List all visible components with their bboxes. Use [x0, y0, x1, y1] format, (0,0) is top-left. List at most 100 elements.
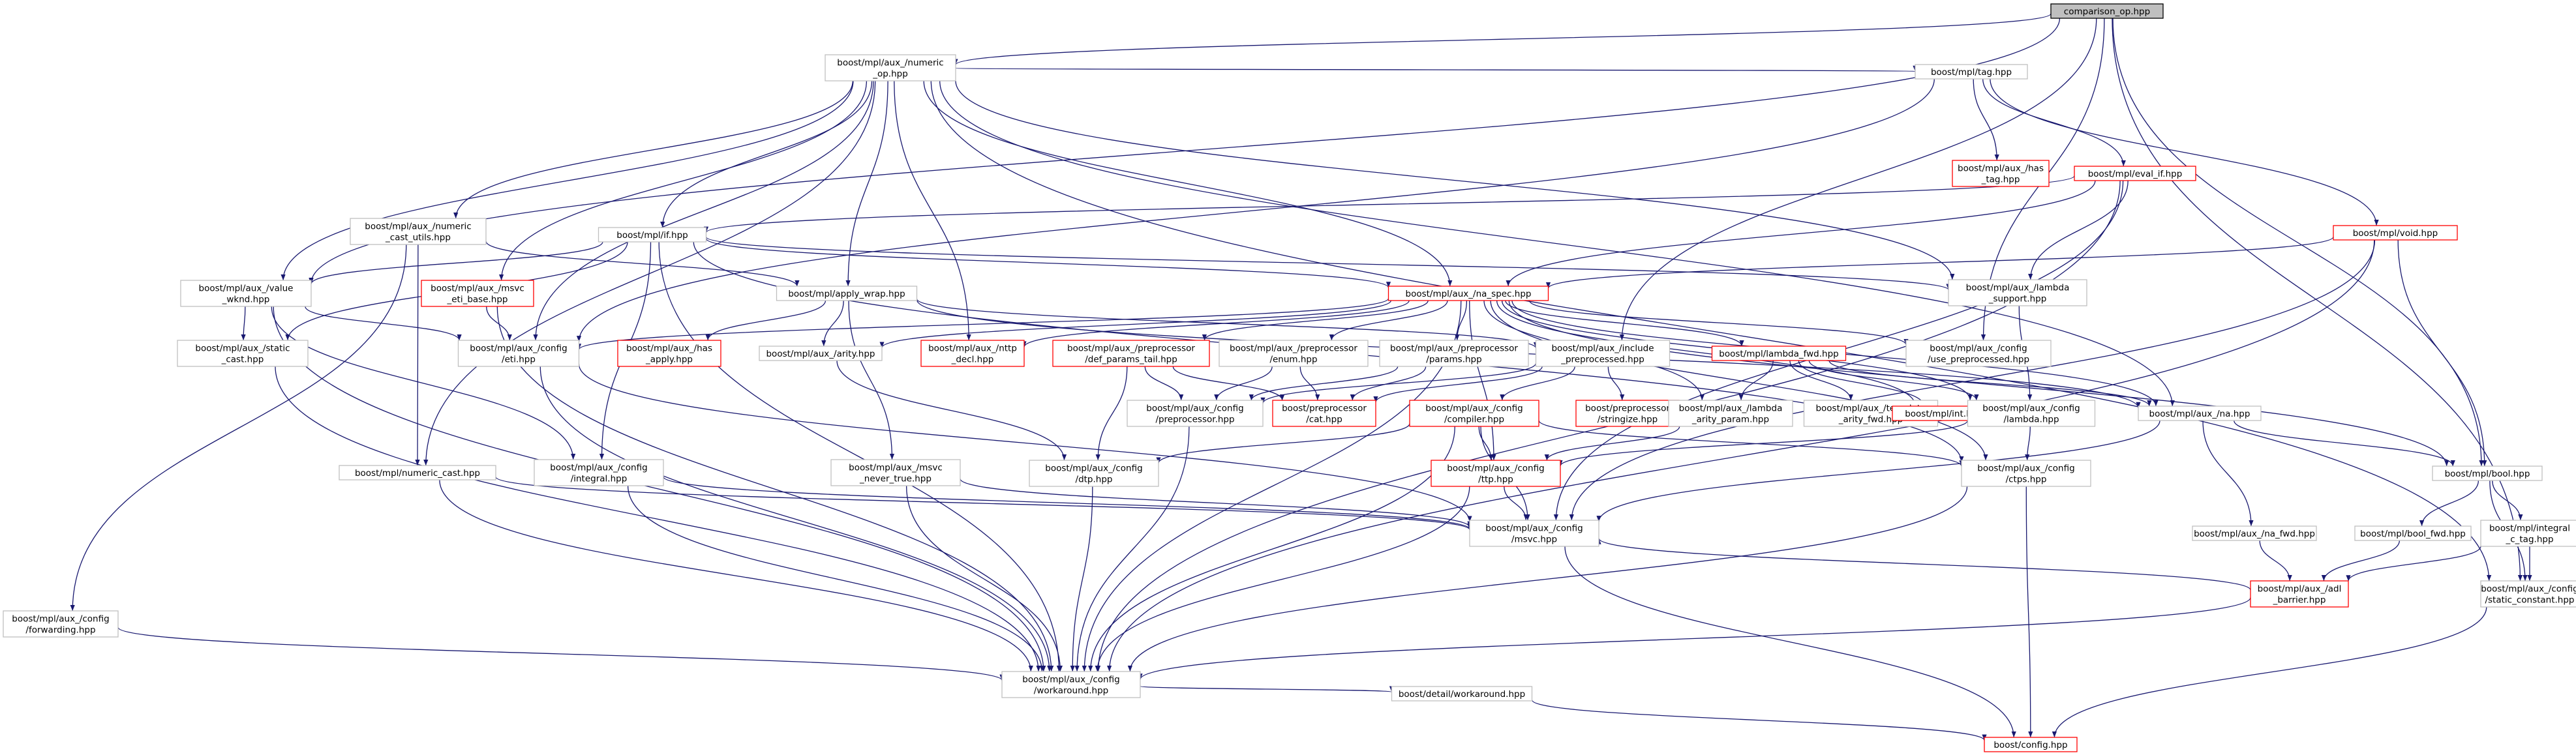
node-label-line: boost/mpl/void.hpp — [2353, 228, 2438, 239]
node-box — [617, 340, 721, 367]
node-label-line: boost/mpl/aux_/config — [1022, 675, 1119, 685]
edge-integral_c_tag-to-adl_barrier — [2346, 546, 2481, 582]
node-box — [920, 340, 1025, 367]
edge-ctps-to-config — [2025, 486, 2033, 738]
edge-void-to-bool — [2397, 239, 2487, 467]
node-bool[interactable]: boost/mpl/bool.hpp — [2432, 465, 2543, 481]
node-has_tag[interactable]: boost/mpl/aux_/has_tag.hpp — [1952, 160, 2050, 187]
node-if[interactable]: boost/mpl/if.hpp — [598, 227, 707, 243]
node-def_params_tail[interactable]: boost/mpl/aux_/preprocessor/def_params_t… — [1052, 340, 1210, 367]
edge-static_constant-to-config — [2052, 606, 2487, 738]
node-dtp[interactable]: boost/mpl/aux_/config/dtp.hpp — [1029, 460, 1159, 487]
node-cat[interactable]: boost/preprocessor/cat.hpp — [1272, 400, 1376, 427]
node-forwarding[interactable]: boost/mpl/aux_/config/forwarding.hpp — [3, 610, 119, 638]
node-numeric_op[interactable]: boost/mpl/aux_/numeric_op.hpp — [825, 54, 956, 81]
node-pp_params[interactable]: boost/mpl/aux_/preprocessor/params.hpp — [1379, 340, 1529, 367]
node-box — [534, 459, 664, 486]
node-nttp_decl[interactable]: boost/mpl/aux_/nttp_decl.hpp — [920, 340, 1025, 367]
edge-eti-to-msvc — [578, 364, 1472, 522]
edge-pp_params-to-cat — [1350, 366, 1427, 401]
node-na[interactable]: boost/mpl/aux_/na.hpp — [2138, 406, 2262, 421]
node-box — [1915, 64, 2028, 80]
edge-na_spec-to-ctps — [1490, 300, 1988, 461]
node-lambda_cfg[interactable]: boost/mpl/aux_/config/lambda.hpp — [1967, 400, 2096, 427]
node-label-line: boost/mpl/aux_/config — [2481, 584, 2576, 595]
node-integral_c_tag[interactable]: boost/mpl/integral_c_tag.hpp — [2480, 520, 2576, 547]
edge-value_wknd-to-eti — [305, 306, 462, 341]
node-static_constant[interactable]: boost/mpl/aux_/config/static_constant.hp… — [2480, 580, 2576, 608]
node-box — [2074, 166, 2196, 181]
node-lambda_arity_param[interactable]: boost/mpl/aux_/lambda_arity_param.hpp — [1668, 400, 1793, 427]
edge-void-to-workaround — [1107, 239, 2375, 672]
node-na_fwd[interactable]: boost/mpl/aux_/na_fwd.hpp — [2192, 525, 2317, 541]
node-msvc[interactable]: boost/mpl/aux_/config/msvc.hpp — [1469, 520, 1599, 547]
node-box — [1984, 737, 2078, 752]
node-label-line: boost/mpl/aux_/preprocessor — [1067, 344, 1195, 354]
node-label-line: boost/mpl/aux_/config — [550, 463, 647, 473]
edge-void-to-msvc — [1569, 239, 2376, 521]
node-bool_fwd[interactable]: boost/mpl/bool_fwd.hpp — [2354, 525, 2472, 541]
node-label-line: boost/mpl/aux_/preprocessor — [1230, 344, 1357, 354]
node-box — [177, 340, 309, 367]
node-label-line: /forwarding.hpp — [25, 625, 95, 636]
node-label-line: boost/mpl/aux_/config — [470, 344, 567, 354]
node-msvc_eti_base[interactable]: boost/mpl/aux_/msvc_eti_base.hpp — [421, 280, 534, 307]
node-label-line: _eti_base.hpp — [446, 295, 508, 305]
edge-compiler-to-ctps — [1538, 420, 1964, 467]
node-include_preprocessed[interactable]: boost/mpl/aux_/include_preprocessed.hpp — [1535, 340, 1671, 367]
node-label-line: boost/mpl/aux_/msvc — [431, 284, 524, 294]
node-enum[interactable]: boost/mpl/aux_/preprocessor/enum.hpp — [1219, 340, 1369, 367]
node-box — [1952, 160, 2050, 187]
node-pp_cfg[interactable]: boost/mpl/aux_/config/preprocessor.hpp — [1127, 400, 1264, 427]
node-ttp[interactable]: boost/mpl/aux_/config/ttp.hpp — [1431, 460, 1561, 487]
node-label-line: /preprocessor.hpp — [1155, 415, 1234, 425]
node-lambda_fwd[interactable]: boost/mpl/lambda_fwd.hpp — [1711, 346, 1847, 361]
edge-compiler-to-dtp — [1156, 423, 1410, 464]
node-apply_wrap[interactable]: boost/mpl/apply_wrap.hpp — [776, 286, 918, 301]
edge-lambda_fwd-to-lambda_cfg — [1808, 360, 1979, 401]
node-config[interactable]: boost/config.hpp — [1984, 737, 2078, 752]
node-detail_workaround[interactable]: boost/detail/workaround.hpp — [1391, 686, 1533, 701]
node-tag[interactable]: boost/mpl/tag.hpp — [1915, 64, 2028, 80]
edge-numeric_op-to-static_constant — [930, 80, 2492, 582]
node-label-line: boost/mpl/bool_fwd.hpp — [2360, 529, 2466, 539]
node-compiler[interactable]: boost/mpl/aux_/config/compiler.hpp — [1409, 400, 1539, 427]
edge-numeric_op-to-na — [939, 80, 2175, 407]
node-numeric_cast[interactable]: boost/mpl/numeric_cast.hpp — [339, 465, 496, 480]
node-arity[interactable]: boost/mpl/aux_/arity.hpp — [759, 346, 883, 361]
node-eval_if[interactable]: boost/mpl/eval_if.hpp — [2074, 166, 2196, 181]
node-na_spec[interactable]: boost/mpl/aux_/na_spec.hpp — [1387, 286, 1549, 301]
node-label-line: boost/mpl/aux_/config — [1425, 404, 1523, 414]
edge-msvc_never_true-to-msvc — [960, 479, 1472, 527]
node-box — [1001, 671, 1141, 698]
node-label-line: boost/mpl/aux_/config — [1045, 464, 1142, 474]
node-msvc_never_true[interactable]: boost/mpl/aux_/msvc_never_true.hpp — [830, 459, 961, 486]
edge-integral_cfg-to-workaround — [627, 485, 1044, 672]
node-numeric_cast_utils[interactable]: boost/mpl/aux_/numeric_cast_utils.hpp — [350, 218, 487, 245]
node-integral_cfg[interactable]: boost/mpl/aux_/config/integral.hpp — [534, 459, 664, 486]
node-box — [1905, 340, 2052, 367]
node-void[interactable]: boost/mpl/void.hpp — [2333, 225, 2458, 241]
node-label-line: _apply.hpp — [645, 355, 693, 365]
node-ctps[interactable]: boost/mpl/aux_/config/ctps.hpp — [1961, 460, 2091, 487]
node-lambda_support[interactable]: boost/mpl/aux_/lambda_support.hpp — [1948, 279, 2087, 306]
node-value_wknd[interactable]: boost/mpl/aux_/value_wknd.hpp — [180, 280, 312, 307]
node-label-line: boost/mpl/aux_/numeric — [837, 58, 943, 68]
node-eti[interactable]: boost/mpl/aux_/config/eti.hpp — [457, 340, 580, 367]
node-label-line: boost/mpl/aux_/arity.hpp — [766, 349, 875, 359]
edge-na_spec-to-eti — [577, 298, 1389, 350]
edge-bool-to-integral_c_tag — [2492, 480, 2523, 521]
node-label-line: boost/mpl/aux_/na_fwd.hpp — [2194, 529, 2315, 539]
edge-if-to-workaround — [658, 241, 1061, 672]
edge-numeric_op-to-eti — [533, 80, 874, 341]
node-static_cast[interactable]: boost/mpl/aux_/static_cast.hpp — [177, 340, 309, 367]
edge-def_params_tail-to-dtp — [1095, 366, 1128, 461]
edge-na_spec-to-pp_params — [1455, 300, 1468, 341]
node-has_apply[interactable]: boost/mpl/aux_/has_apply.hpp — [617, 340, 721, 367]
node-stringize[interactable]: boost/preprocessor/stringize.hpp — [1575, 400, 1680, 427]
node-workaround[interactable]: boost/mpl/aux_/config/workaround.hpp — [1001, 671, 1141, 698]
node-label-line: /eti.hpp — [502, 355, 536, 365]
edge-enum-to-cat — [1299, 366, 1320, 401]
node-use_preprocessed[interactable]: boost/mpl/aux_/config/use_preprocessed.h… — [1905, 340, 2052, 367]
node-adl_barrier[interactable]: boost/mpl/aux_/adl_barrier.hpp — [2250, 580, 2349, 608]
